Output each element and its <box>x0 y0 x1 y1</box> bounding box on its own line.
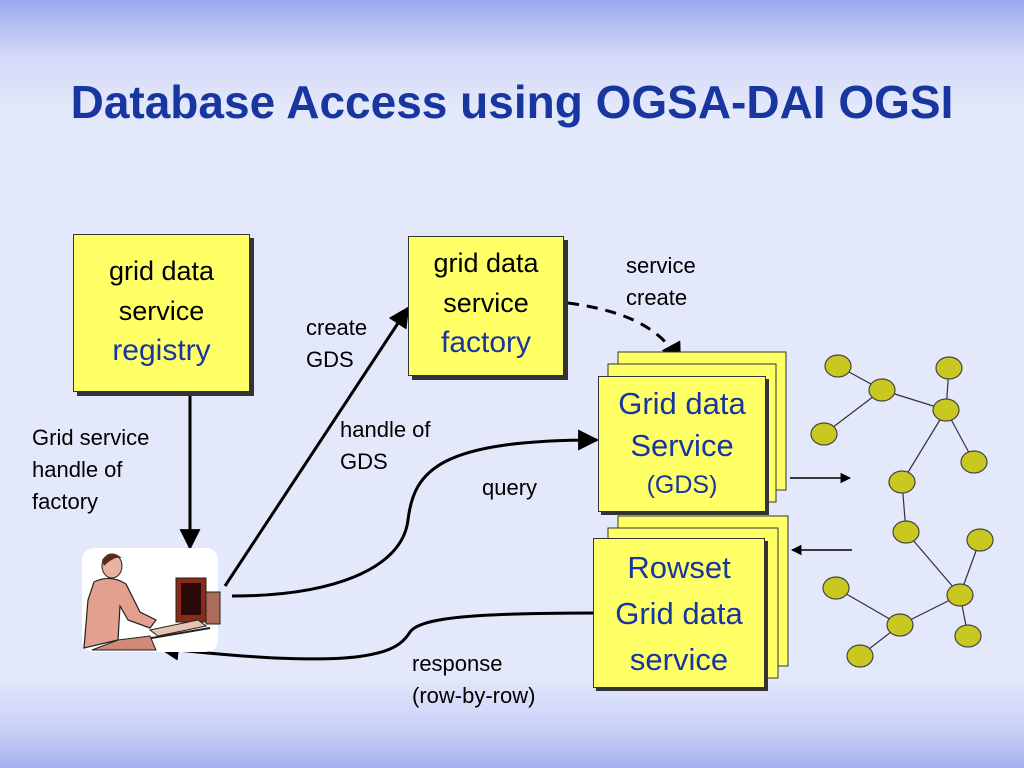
rowset-line1: Rowset <box>627 550 731 585</box>
network-node <box>954 624 982 648</box>
registry-line1: grid data <box>108 256 215 286</box>
network-node <box>810 422 838 446</box>
network-node <box>932 398 960 422</box>
network-node <box>846 644 874 668</box>
network-nodes <box>810 354 994 668</box>
service-create-arrow <box>567 301 682 364</box>
network-node <box>892 520 920 544</box>
factory-line2: service <box>443 288 529 318</box>
network-node <box>960 450 988 474</box>
network-node <box>822 576 850 600</box>
gds-line2: Service <box>630 428 734 463</box>
registry-line2: service <box>118 296 205 326</box>
service-create-line1: service <box>626 253 696 278</box>
grid-data-service-registry-box: grid data service registry <box>73 234 250 392</box>
grid-service-handle-label: Grid service handle of factory <box>32 422 149 518</box>
grid-service-handle-line1: Grid service <box>32 425 150 450</box>
grid-data-service-gds-box: Grid data Service (GDS) <box>598 376 766 512</box>
slide-title: Database Access using OGSA-DAI OGSI <box>70 76 954 128</box>
service-create-line2: create <box>626 285 688 310</box>
network-node <box>935 356 963 380</box>
response-label: response (row-by-row) <box>412 648 535 712</box>
registry-line3: registry <box>112 334 211 367</box>
handle-of-gds-label: handle of GDS <box>340 414 431 478</box>
factory-line3: factory <box>440 326 532 359</box>
network-node <box>824 354 852 378</box>
rowset-line2: Grid data <box>615 596 743 631</box>
response-arrow <box>157 611 597 661</box>
grid-data-service-factory-box: grid data service factory <box>408 236 564 376</box>
query-arrow <box>231 429 600 598</box>
user-computer-icon <box>82 548 221 652</box>
create-gds-label: create GDS <box>306 312 367 376</box>
network-node <box>886 613 914 637</box>
create-gds-line2: GDS <box>306 347 354 372</box>
network-node <box>868 378 896 402</box>
gds-line3: (GDS) <box>646 471 718 499</box>
response-line1: response <box>412 651 503 676</box>
handle-of-gds-line1: handle of <box>340 417 431 442</box>
response-line2: (row-by-row) <box>412 683 536 708</box>
handle-of-gds-line2: GDS <box>340 449 388 474</box>
network-node <box>946 583 974 607</box>
gds-line1: Grid data <box>618 386 746 421</box>
create-gds-arrow <box>223 306 410 587</box>
grid-service-handle-line2: handle of <box>32 457 123 482</box>
network-node <box>966 528 994 552</box>
rowset-line3: service <box>629 642 729 677</box>
create-gds-line1: create <box>306 315 368 340</box>
rowset-grid-data-service-box: Rowset Grid data service <box>593 538 765 688</box>
service-create-label: service create <box>626 250 696 314</box>
query-label: query <box>482 475 538 500</box>
network-node <box>888 470 916 494</box>
grid-service-handle-line3: factory <box>32 489 99 514</box>
factory-line1: grid data <box>433 248 539 278</box>
